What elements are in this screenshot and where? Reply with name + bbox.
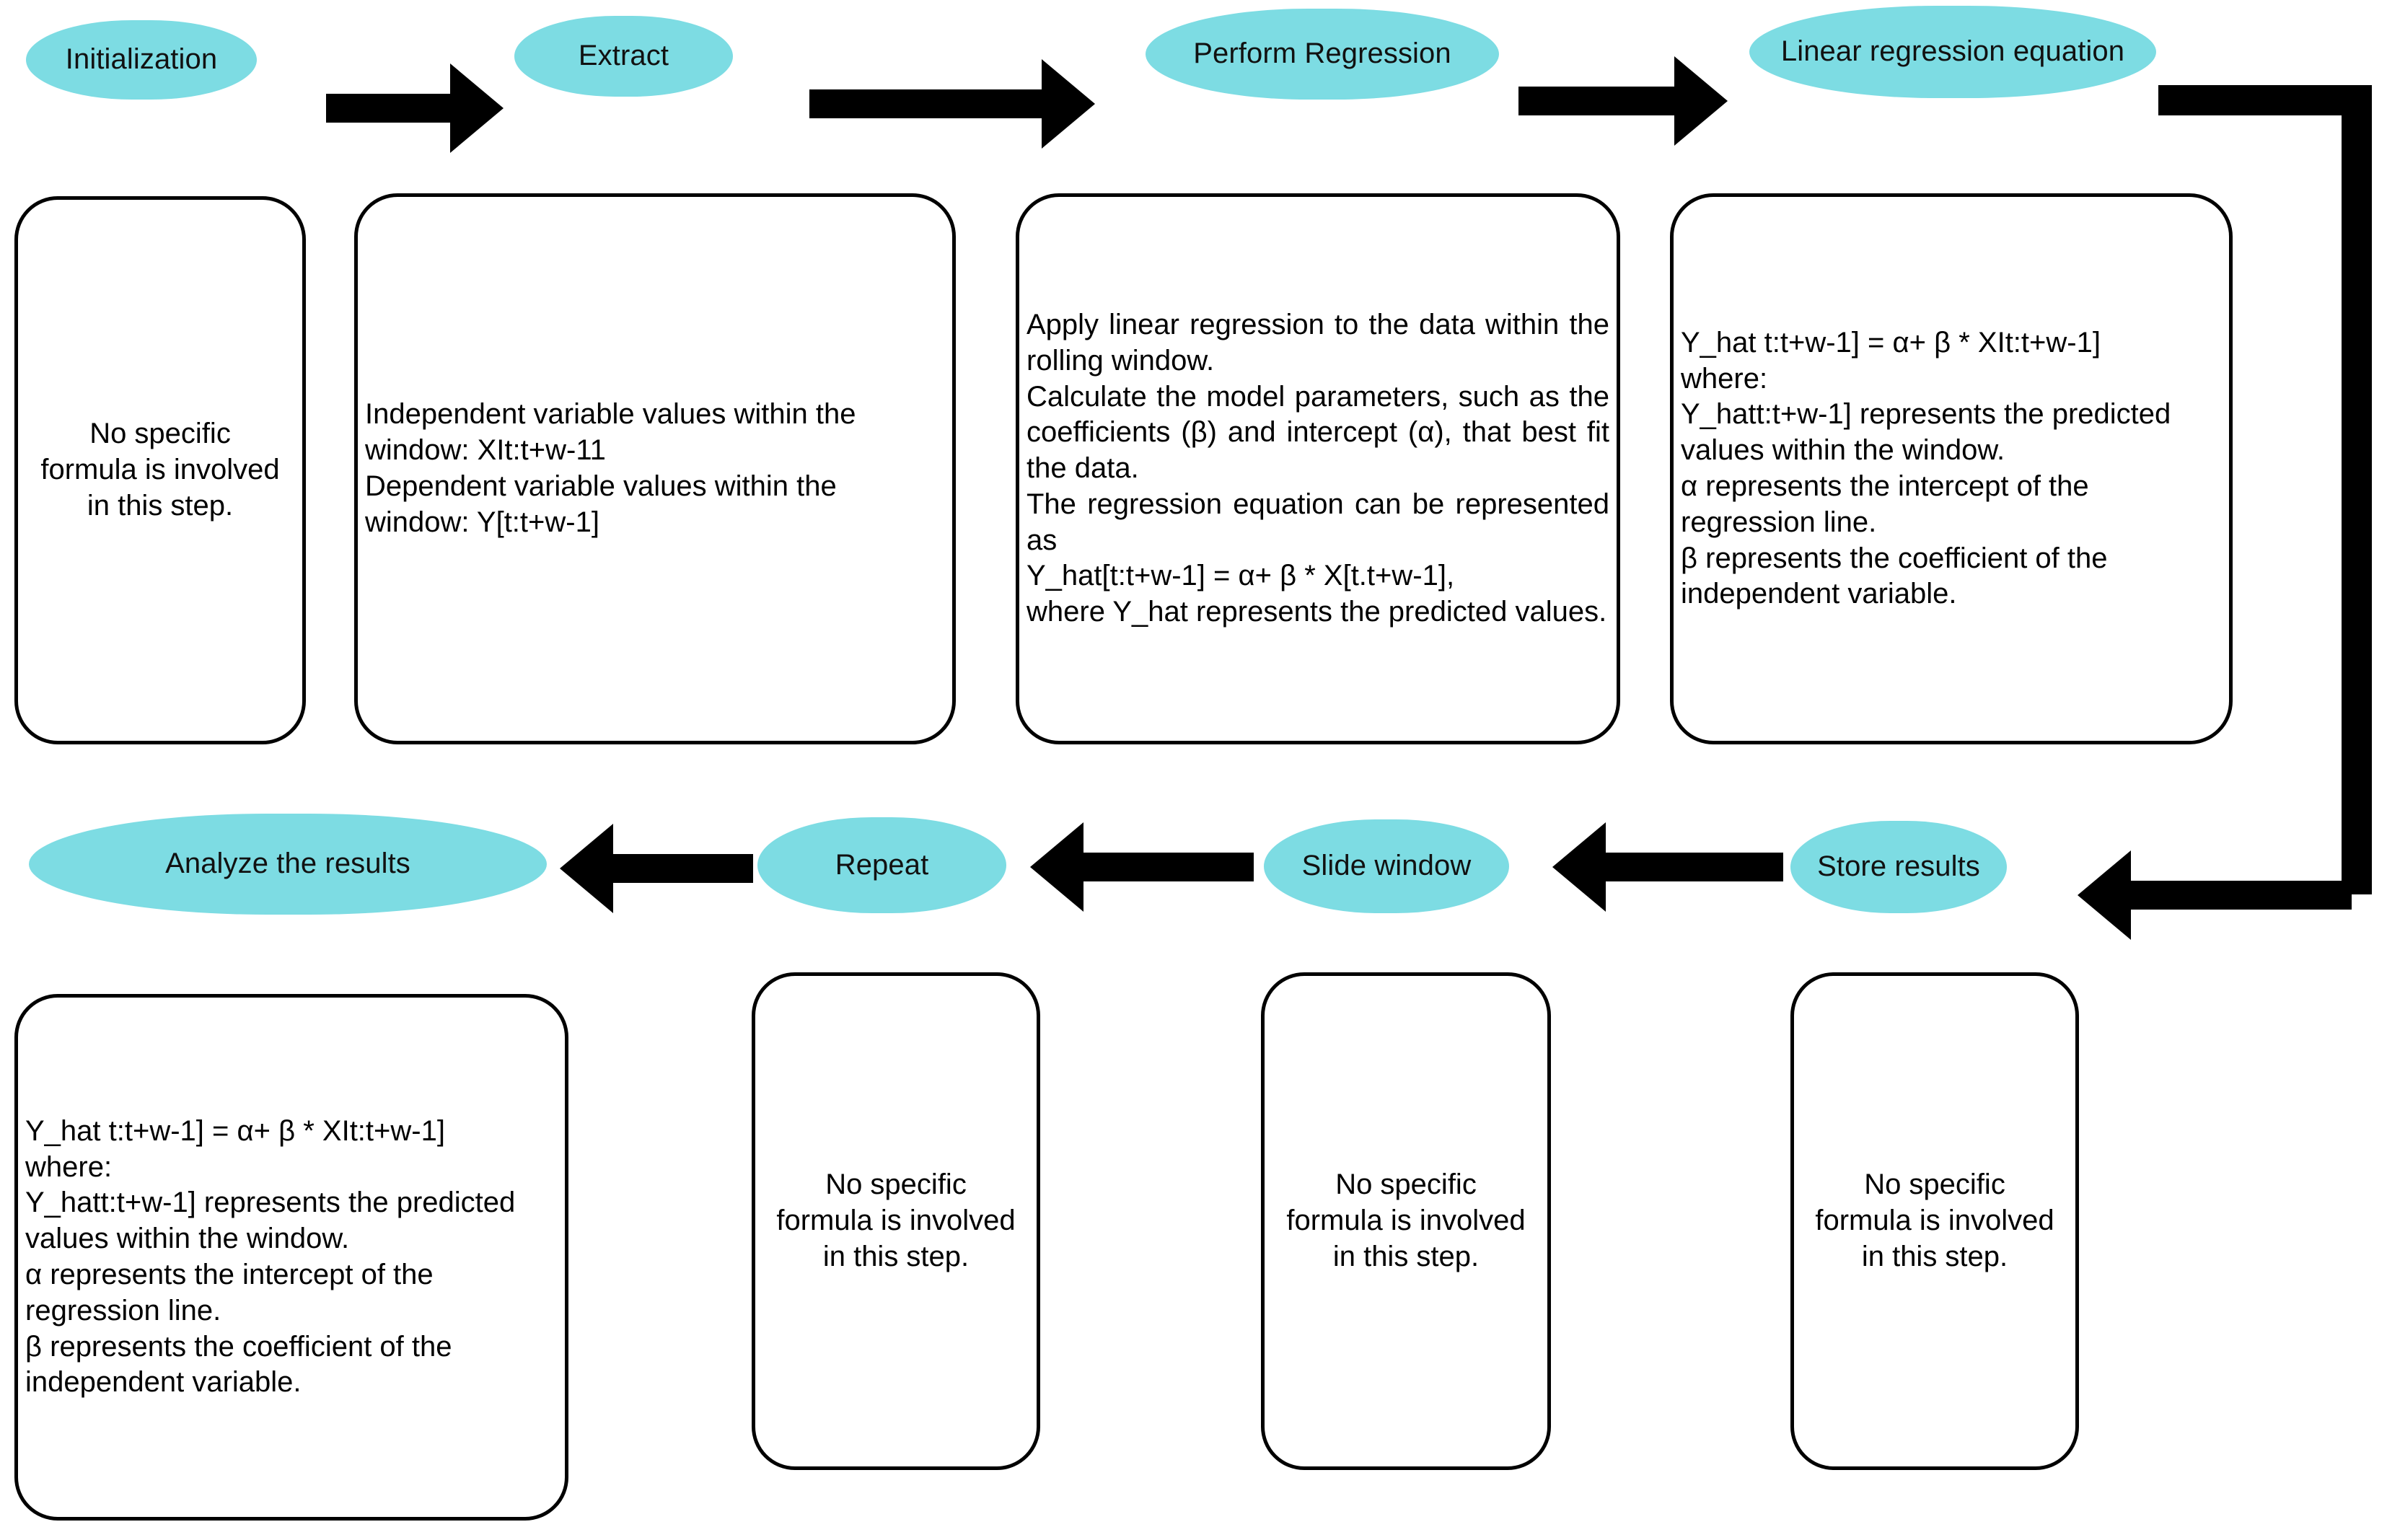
arrow-head	[1042, 59, 1095, 149]
arrow-extract-to-perform-regression	[809, 59, 1095, 149]
detail-card-extract: Independent variable values within the w…	[354, 193, 956, 744]
step-pill-store-results[interactable]: Store results	[1790, 821, 2007, 913]
detail-card-store-results: No specific formula is involved in this …	[1790, 972, 2079, 1470]
arrow-head	[1674, 56, 1728, 146]
arrow-shaft	[1518, 87, 1680, 115]
arrow-perform-regression-to-linear-regression-equation	[1518, 56, 1728, 146]
arrow-initialization-to-extract	[326, 63, 504, 153]
arrow-head	[2078, 850, 2131, 940]
step-pill-label: Repeat	[835, 848, 929, 881]
step-pill-label: Initialization	[65, 43, 218, 76]
step-pill-analyze-the-results[interactable]: Analyze the results	[29, 814, 547, 915]
arrow-head	[560, 824, 613, 913]
arrow-elbow-to-store-results	[2078, 850, 2352, 940]
detail-card-initialization: No specific formula is involved in this …	[14, 196, 306, 744]
step-pill-label: Analyze the results	[165, 848, 410, 880]
detail-card-text: Y_hat t:t+w-1] = α+ β * XIt:t+w-1] where…	[1681, 326, 2171, 610]
arrow-head	[450, 63, 504, 153]
arrow-shaft	[809, 89, 1047, 118]
detail-card-repeat: No specific formula is involved in this …	[752, 972, 1040, 1470]
arrow-shaft	[1600, 853, 1783, 881]
detail-card-analyze-the-results: Y_hat t:t+w-1] = α+ β * XIt:t+w-1] where…	[14, 994, 568, 1521]
detail-card-text: No specific formula is involved in this …	[40, 418, 280, 522]
step-pill-label: Store results	[1817, 850, 1980, 883]
arrow-head	[1552, 822, 1606, 912]
detail-card-perform-regression: Apply linear regression to the data with…	[1016, 193, 1620, 744]
detail-card-text: Apply linear regression to the data with…	[1027, 308, 1609, 628]
detail-card-text: Independent variable values within the w…	[365, 398, 856, 538]
arrow-shaft	[607, 854, 753, 883]
step-pill-label: Perform Regression	[1193, 38, 1451, 70]
elbow-connector-top-segment	[2158, 85, 2372, 115]
detail-card-text: No specific formula is involved in this …	[1815, 1169, 2054, 1272]
step-pill-slide-window[interactable]: Slide window	[1264, 819, 1509, 913]
step-pill-label: Linear regression equation	[1780, 35, 2125, 68]
arrow-slide-window-to-repeat	[1030, 822, 1254, 912]
step-pill-label: Extract	[578, 40, 669, 72]
arrow-store-results-to-slide-window	[1552, 822, 1783, 912]
step-pill-perform-regression[interactable]: Perform Regression	[1146, 9, 1499, 100]
arrow-head	[1030, 822, 1083, 912]
detail-card-linear-regression-equation: Y_hat t:t+w-1] = α+ β * XIt:t+w-1] where…	[1670, 193, 2233, 744]
step-pill-repeat[interactable]: Repeat	[757, 817, 1006, 913]
step-pill-extract[interactable]: Extract	[514, 16, 733, 97]
detail-card-slide-window: No specific formula is involved in this …	[1261, 972, 1551, 1470]
detail-card-text: No specific formula is involved in this …	[776, 1169, 1016, 1272]
step-pill-linear-regression-equation[interactable]: Linear regression equation	[1749, 6, 2156, 98]
detail-card-text: Y_hat t:t+w-1] = α+ β * XIt:t+w-1] where…	[25, 1114, 516, 1399]
arrow-repeat-to-analyze-the-results	[560, 824, 753, 913]
arrow-shaft	[326, 94, 457, 123]
step-pill-label: Slide window	[1301, 850, 1472, 882]
step-pill-initialization[interactable]: Initialization	[26, 20, 257, 100]
arrow-shaft	[2121, 881, 2352, 910]
elbow-connector-vertical-segment	[2342, 85, 2372, 894]
arrow-shaft	[1078, 853, 1254, 881]
detail-card-text: No specific formula is involved in this …	[1286, 1169, 1526, 1272]
